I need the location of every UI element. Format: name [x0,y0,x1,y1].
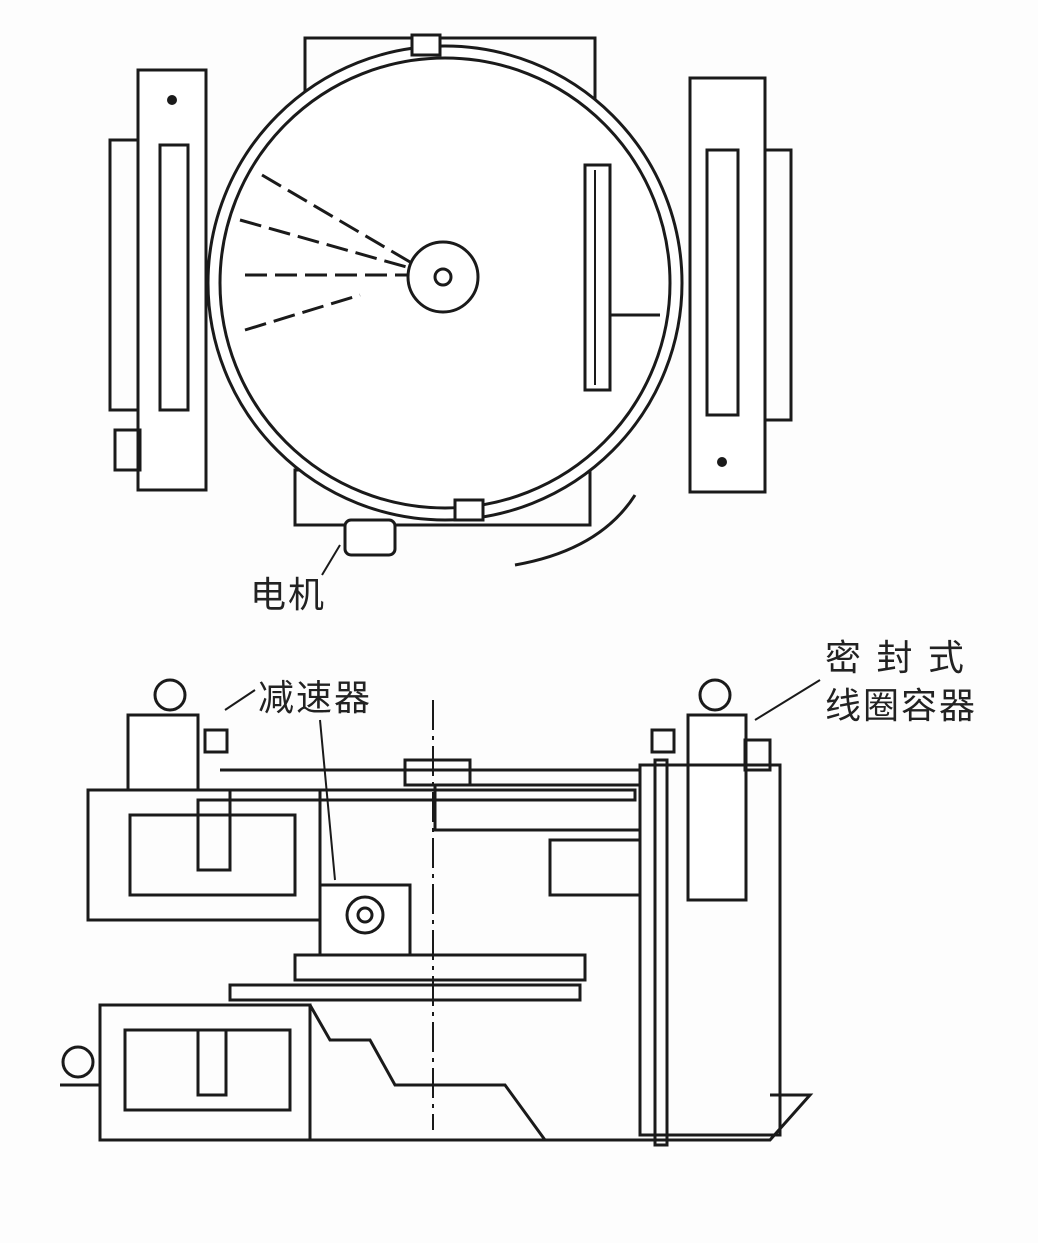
drum-inner-ring [218,56,672,510]
bottom-clamp [453,498,485,522]
right-outer-plate [763,148,793,422]
top-view [108,33,793,576]
right-slot [705,148,740,417]
hub-axle [433,267,453,287]
left-bolt [167,95,177,105]
label-sealed-coil-container-line1: 密 封 式 [825,638,966,679]
label-reducer: 减速器 [258,678,373,719]
left-top-container [126,713,200,792]
left-slot [158,143,190,412]
left-foot [113,428,142,472]
lower-left-frame [98,1003,312,1142]
paddle-plate [583,163,612,392]
upper-left-frame [86,788,322,922]
label-motor: 电机 [250,575,327,616]
left-outer-plate [108,138,142,412]
hub [406,240,480,314]
top-clamp [410,33,442,57]
right-bolt [717,457,727,467]
side-view [60,678,821,1147]
right-coil-container-side [686,713,748,902]
right-frame [638,763,782,1137]
label-sealed-coil-container-line2: 线圈容器 [825,686,978,727]
right-coil-container [688,76,767,494]
motor [343,518,397,557]
left-coil-container [136,68,208,492]
rotation-arc [514,494,637,567]
